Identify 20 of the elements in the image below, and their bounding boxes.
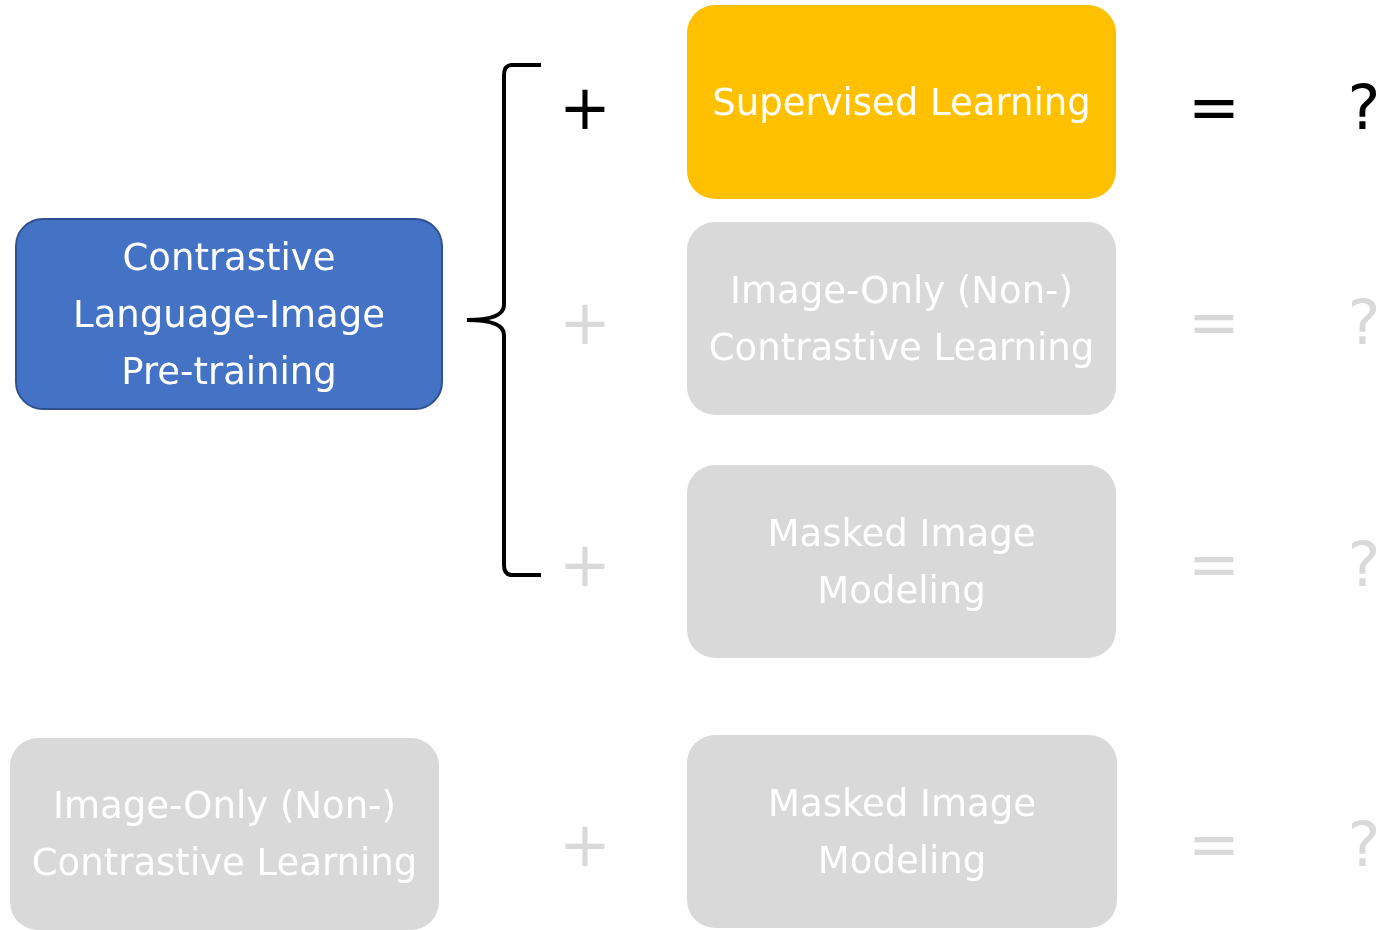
equals-sign: = [1187,810,1241,880]
process-box [15,218,443,410]
faded-box [687,222,1116,415]
plus-sign: + [558,288,612,358]
question-mark: ? [1346,530,1382,600]
box-text: Supervised Learning [711,79,1092,126]
equals-sign: = [1187,73,1241,143]
plus-sign: + [558,810,612,880]
question-mark: ? [1346,73,1382,143]
question-mark: ? [1346,810,1382,880]
box-text: Contrastive Language-Image Pre-training [72,234,386,395]
faded-box [687,735,1117,928]
equals-sign: = [1187,530,1241,600]
faded-box [10,738,439,930]
equals-sign: = [1187,288,1241,358]
faded-box [687,465,1116,658]
question-mark: ? [1346,288,1382,358]
plus-sign: + [558,73,612,143]
plus-sign: + [558,530,612,600]
highlighted-box [687,5,1116,199]
